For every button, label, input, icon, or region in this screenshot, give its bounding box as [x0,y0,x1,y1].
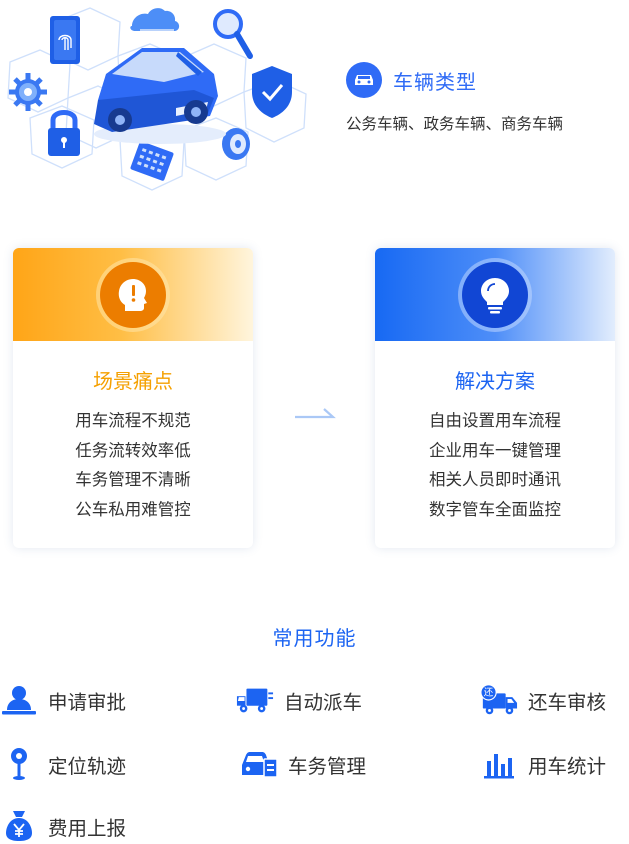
list-item: 任务流转效率低 [75,440,191,460]
feature-label: 车务管理 [288,754,367,778]
solution-card: 解决方案 自由设置用车流程 企业用车一键管理 相关人员即时通讯 数字管车全面监控 [375,248,615,548]
user-approval-icon [0,682,38,718]
feature-vehicle-management[interactable]: 车务管理 [240,746,366,782]
car-management-icon [240,746,278,782]
car-icon [346,62,382,98]
pain-points-card: 场景痛点 用车流程不规范 任务流转效率低 车务管理不清晰 公车私用难管控 [13,248,253,548]
list-item: 企业用车一键管理 [429,440,561,460]
feature-label: 自动派车 [284,690,363,714]
list-item: 用车流程不规范 [75,411,191,430]
vehicle-type-title: 车辆类型 [393,69,477,94]
flow-arrow-icon [293,404,337,424]
car-illustration-icon [94,48,226,144]
feature-label: 申请审批 [48,690,127,714]
feature-label: 定位轨迹 [48,754,127,778]
pain-points-list: 用车流程不规范 任务流转效率低 车务管理不清晰 公车私用难管控 [13,406,253,524]
feature-apply-approval[interactable]: 申请审批 [0,682,126,718]
fingerprint-icon [50,16,80,64]
magnifier-icon [213,9,253,59]
list-item: 相关人员即时通讯 [429,470,561,489]
money-bag-icon [0,808,38,844]
list-item: 公车私用难管控 [75,499,191,519]
vehicle-type-section: 车辆类型 公务车辆、政务车辆、商务车辆 [346,62,629,134]
thinking-head-icon [100,262,166,328]
feature-return-review[interactable]: 还 还车审核 [480,682,606,718]
feature-label: 费用上报 [48,816,127,840]
solution-card-header [375,248,615,341]
return-truck-icon: 还 [480,682,518,718]
list-item: 车务管理不清晰 [75,470,191,489]
padlock-icon [48,110,80,156]
feature-label: 用车统计 [528,754,607,778]
pain-card-title: 场景痛点 [93,369,173,393]
bar-chart-icon [480,746,518,782]
lightbulb-icon [462,262,528,328]
list-item: 自由设置用车流程 [429,411,561,430]
shield-icon [252,66,292,118]
feature-expense-report[interactable]: 费用上报 [0,808,126,844]
solutions-list: 自由设置用车流程 企业用车一键管理 相关人员即时通讯 数字管车全面监控 [375,406,615,524]
features-title: 常用功能 [272,626,357,650]
return-badge-text: 还 [484,687,494,699]
chip-icon [130,141,174,181]
feature-auto-dispatch[interactable]: 自动派车 [236,682,362,718]
truck-dispatch-icon [236,682,274,718]
feature-label: 还车审核 [528,690,607,714]
gear-icon [9,73,47,111]
cloud-icon [130,8,180,31]
location-pin-icon [0,746,38,782]
hero-illustration [0,0,320,200]
disc-icon [222,128,250,160]
list-item: 数字管车全面监控 [429,499,561,519]
pain-card-header [13,248,253,341]
feature-usage-statistics[interactable]: 用车统计 [480,746,606,782]
solution-card-title: 解决方案 [455,369,535,393]
feature-location-track[interactable]: 定位轨迹 [0,746,126,782]
vehicle-type-description: 公务车辆、政务车辆、商务车辆 [346,115,564,133]
